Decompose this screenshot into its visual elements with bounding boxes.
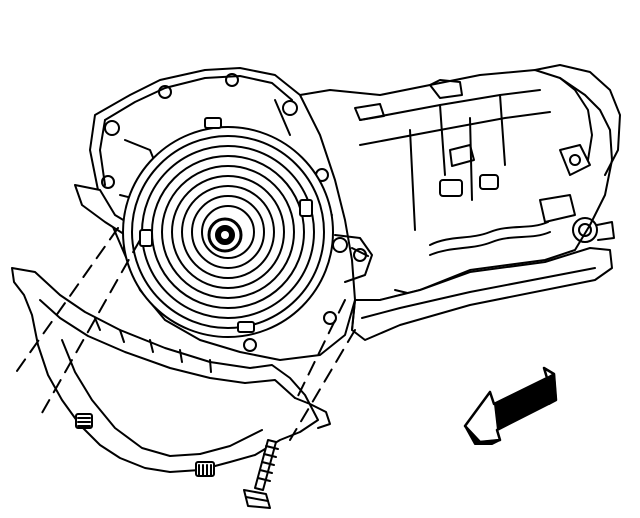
mounting-bolt xyxy=(243,439,279,509)
direction-arrow xyxy=(463,366,558,445)
transmission-case xyxy=(299,64,621,305)
torque-converter xyxy=(122,117,334,338)
stud-right xyxy=(195,461,215,477)
stud-left xyxy=(75,413,93,429)
assembly-lines xyxy=(11,227,356,441)
oil-pan xyxy=(351,247,613,341)
